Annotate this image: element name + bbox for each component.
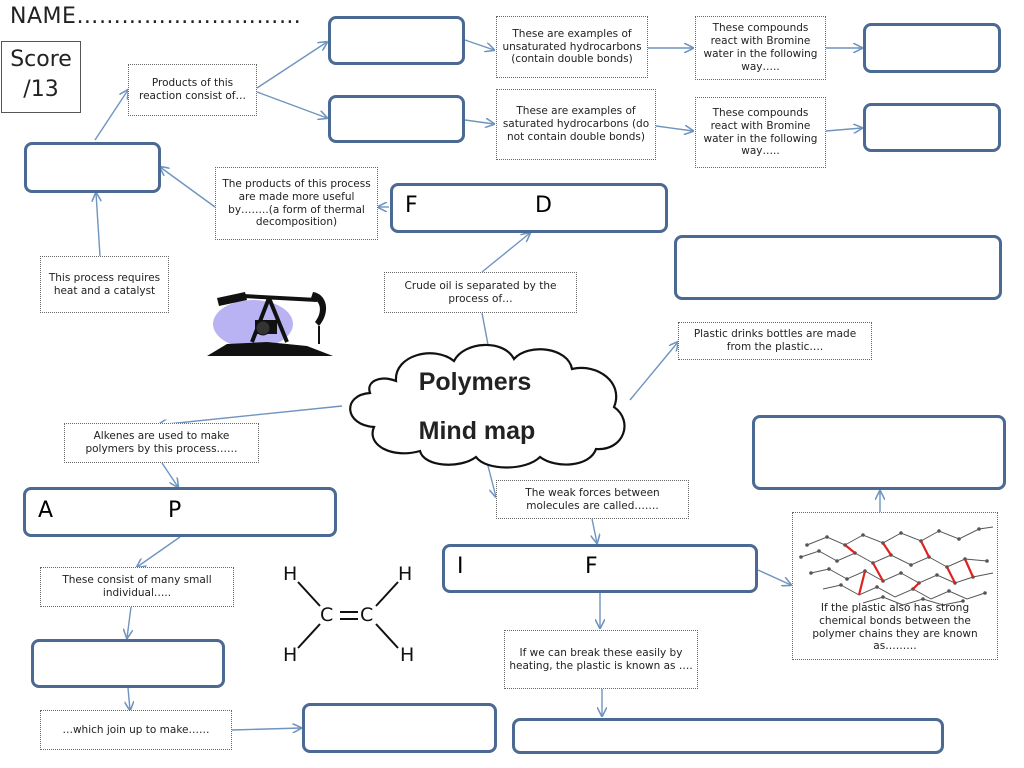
prompt-plastic-bottles: Plastic drinks bottles are made from the…	[678, 322, 872, 360]
prompt-saturated: These are examples of saturated hydrocar…	[496, 89, 656, 160]
arrow	[256, 91, 327, 118]
answer-box-plastic[interactable]	[674, 235, 1002, 300]
arrow	[96, 193, 100, 257]
polymer-chain-panel: If the plastic also has strong chemical …	[792, 512, 998, 660]
oil-pump-icon	[207, 292, 333, 356]
answer-box-ap[interactable]	[23, 487, 337, 537]
arrow	[464, 120, 494, 124]
atom-c-left: C	[320, 604, 334, 626]
prompt-thermal: The products of this process are made mo…	[215, 167, 378, 240]
arrow	[655, 126, 693, 131]
prompt-unsaturated: These are examples of unsaturated hydroc…	[496, 16, 648, 78]
arrow	[231, 728, 301, 730]
arrow	[825, 128, 862, 131]
atom-h-top-left: H	[283, 563, 298, 585]
prompt-weak-forces: The weak forces between molecules are ca…	[496, 480, 689, 519]
arrow	[629, 342, 678, 401]
if-letter-first: I	[457, 554, 464, 579]
prompt-bromine-1: These compounds react with Bromine water…	[695, 16, 826, 80]
arrow	[128, 687, 130, 710]
prompt-small-individual: These consist of many small individual….…	[40, 567, 234, 607]
arrow	[94, 90, 128, 141]
atom-h-bottom-right: H	[400, 644, 415, 666]
arrow	[464, 39, 494, 50]
prompt-heat-catalyst: This process requires heat and a catalys…	[40, 256, 169, 313]
atom-h-top-right: H	[398, 563, 413, 585]
answer-box-unsaturated[interactable]	[328, 16, 465, 65]
answer-box-if[interactable]	[442, 544, 758, 593]
prompt-break-easily: If we can break these easily by heating,…	[504, 630, 698, 689]
answer-box-bromine-2[interactable]	[863, 103, 1001, 152]
prompt-crude-oil: Crude oil is separated by the process of…	[384, 272, 577, 313]
answer-box-polymer[interactable]	[302, 703, 497, 753]
score-label: Score	[10, 47, 72, 72]
fd-letter-first: F	[405, 193, 418, 218]
score-total: /13	[23, 76, 59, 102]
prompt-products-consist: Products of this reaction consist of…	[128, 64, 257, 116]
arrow	[127, 606, 131, 638]
if-letter-second: F	[585, 554, 598, 579]
connector-line	[481, 312, 490, 351]
answer-box-fd[interactable]	[390, 183, 668, 233]
center-title-line2: Mind map	[418, 417, 536, 445]
fd-letter-second: D	[535, 193, 552, 218]
atom-c-right: C	[360, 604, 374, 626]
central-cloud-shape	[349, 343, 626, 469]
answer-box-monomers[interactable]	[31, 639, 225, 688]
center-title-line1: Polymers	[418, 368, 532, 396]
answer-box-saturated[interactable]	[328, 95, 465, 143]
arrow	[256, 42, 327, 89]
prompt-alkenes: Alkenes are used to make polymers by thi…	[64, 423, 259, 463]
crosslinked-chains-image	[799, 526, 994, 606]
arrow	[158, 405, 343, 425]
arrow	[160, 167, 216, 208]
ethene-structure	[297, 581, 399, 649]
score-box: Score /13	[1, 41, 81, 113]
arrow	[481, 233, 530, 273]
prompt-bromine-2: These compounds react with Bromine water…	[695, 97, 826, 168]
atom-h-bottom-left: H	[283, 644, 298, 666]
answer-box-process[interactable]	[24, 142, 161, 193]
answer-box-bromine-1[interactable]	[863, 23, 1001, 73]
ap-letter-first: A	[38, 498, 54, 523]
answer-box-crosslinked[interactable]	[752, 415, 1006, 490]
arrow	[757, 569, 791, 585]
arrow	[137, 536, 181, 567]
arrow	[486, 461, 496, 497]
name-field-label[interactable]: NAME…………………………	[10, 4, 302, 29]
answer-box-thermosoftening[interactable]	[512, 718, 944, 754]
prompt-strong-bonds: If the plastic also has strong chemical …	[812, 602, 978, 653]
arrow	[592, 518, 597, 543]
ap-letter-second: P	[168, 498, 182, 523]
prompt-join-up: …which join up to make……	[40, 710, 232, 750]
arrow	[161, 462, 178, 487]
